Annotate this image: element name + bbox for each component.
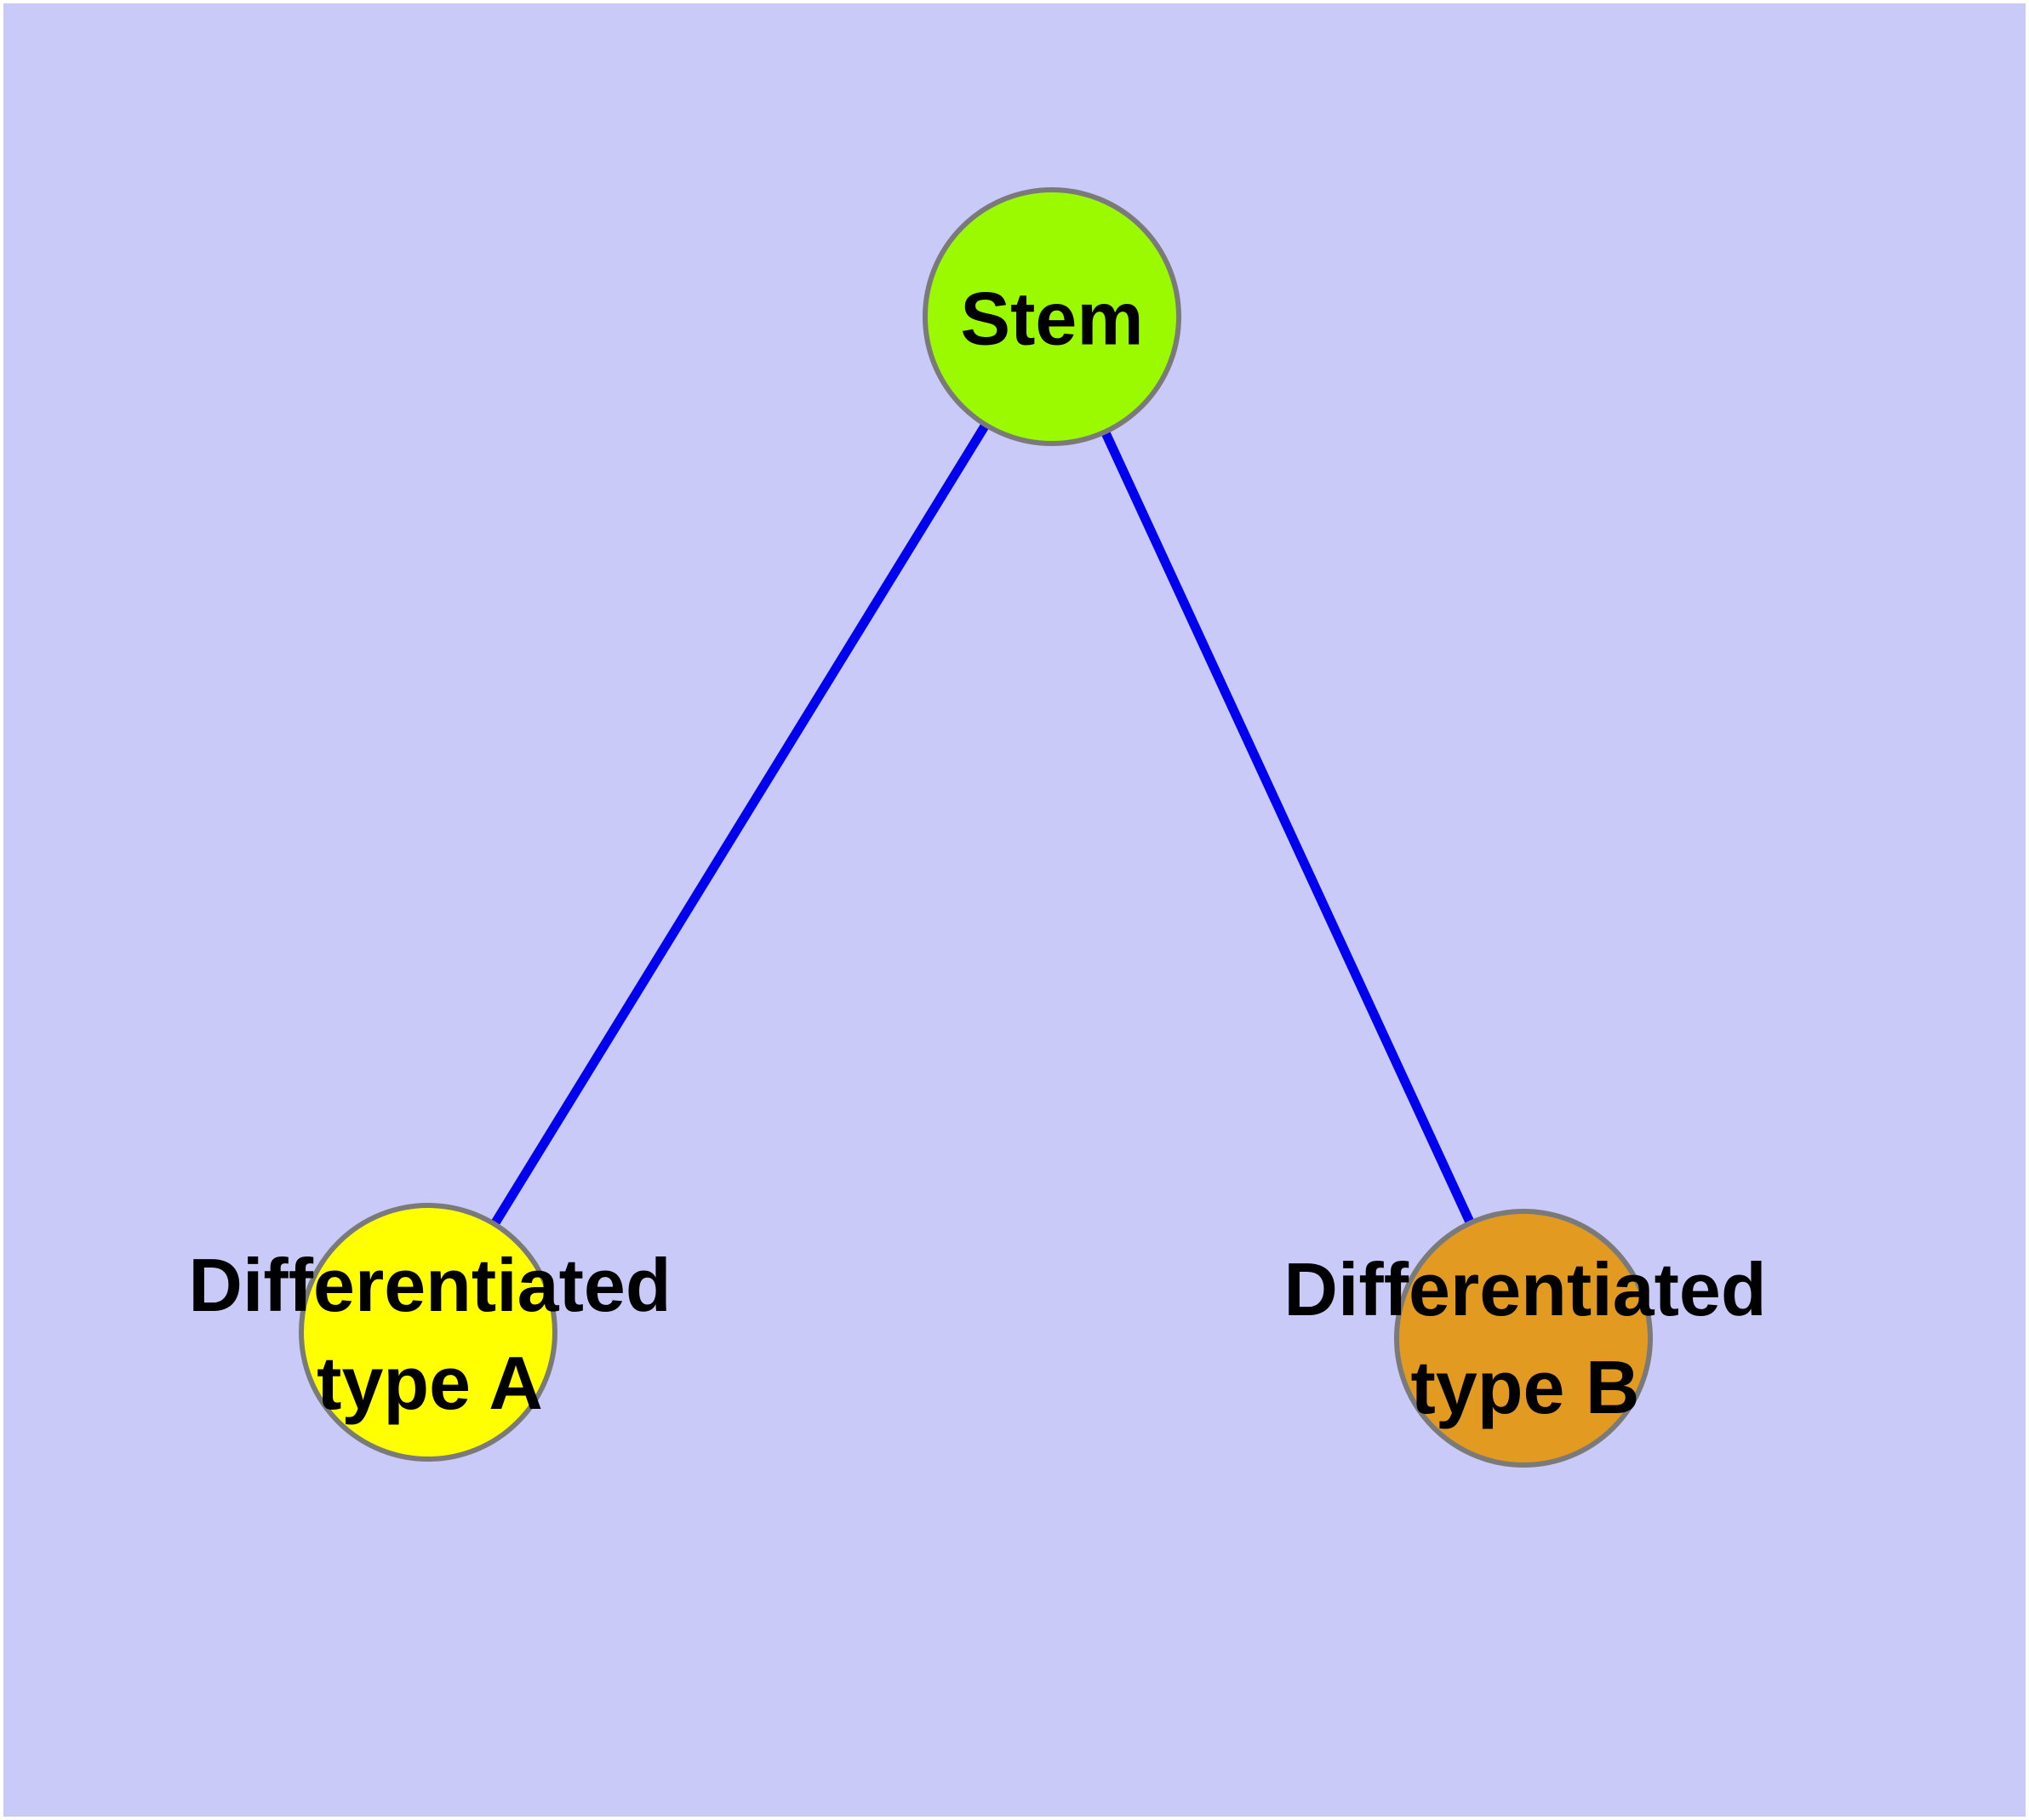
node-label-line: type B bbox=[1410, 1345, 1640, 1429]
node-differentiated-type-a bbox=[299, 1203, 557, 1462]
node-differentiated-type-b bbox=[1394, 1209, 1653, 1468]
edge-stem-to-type-a bbox=[424, 314, 1056, 1335]
edge-stem-to-type-b bbox=[1048, 314, 1528, 1341]
node-label-differentiated-type-b: Differentiated type B bbox=[1283, 1240, 1766, 1436]
node-label-differentiated-type-a: Differentiated type A bbox=[188, 1236, 671, 1432]
node-stem bbox=[923, 187, 1181, 446]
node-label-line: type A bbox=[317, 1341, 543, 1425]
node-label-line: Differentiated bbox=[1283, 1247, 1767, 1331]
node-label-line: Differentiated bbox=[188, 1243, 672, 1327]
node-label-stem: Stem bbox=[960, 276, 1144, 361]
